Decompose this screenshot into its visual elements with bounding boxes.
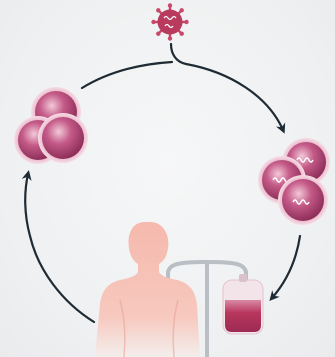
- virus-icon: [151, 3, 188, 40]
- arrow-virus-to-infected: [171, 44, 283, 130]
- iv-bag: [223, 274, 263, 334]
- arrow-healthy-to-top: [82, 62, 172, 88]
- cell-cluster-icon: [14, 87, 88, 164]
- infected-cell-cluster-icon: [258, 138, 330, 225]
- human-torso-icon: [95, 222, 200, 357]
- cell: [38, 113, 88, 163]
- arrow-infected-to-iv: [272, 236, 300, 298]
- arrow-patient-to-healthy: [25, 174, 94, 322]
- infected-cell: [278, 175, 328, 225]
